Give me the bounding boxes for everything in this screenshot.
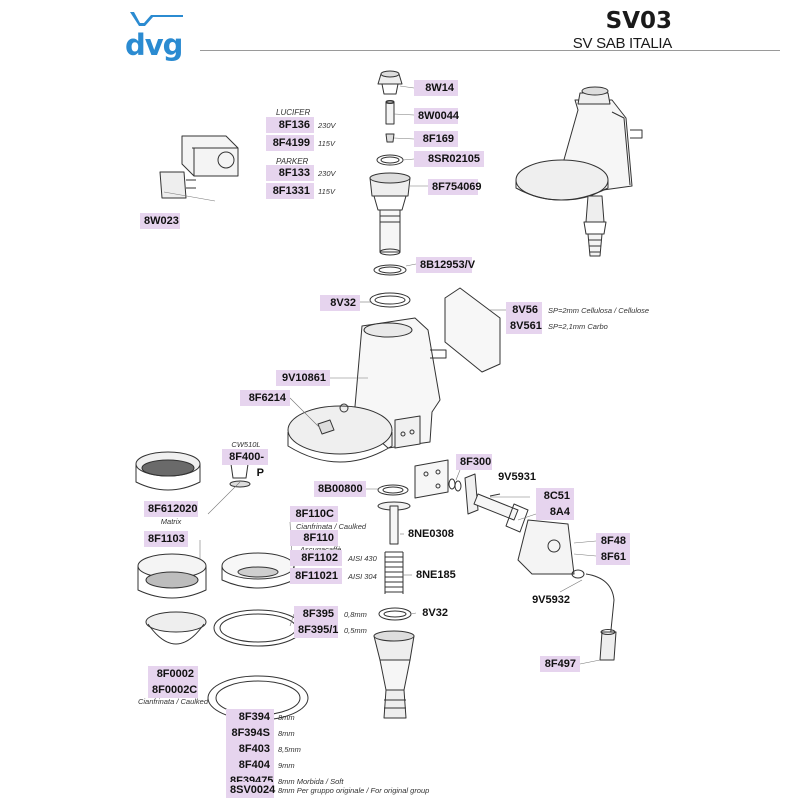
- note-cianfrinata-2: Cianfrinata / Caulked: [137, 697, 209, 706]
- note-230v-a: 230V: [318, 121, 336, 130]
- model-code: SV03: [605, 8, 672, 34]
- note-115v-a: 115V: [318, 139, 335, 148]
- part-label-8W023[interactable]: 8W023: [140, 213, 180, 229]
- part-label-8NE0308[interactable]: 8NE0308: [408, 528, 454, 540]
- part-label-8F4199[interactable]: 8F4199: [266, 135, 314, 151]
- part-label-8F61[interactable]: 8F61: [596, 549, 630, 565]
- dvg-logo: dvg: [125, 10, 195, 62]
- part-label-8F0002C[interactable]: 8F0002C: [148, 682, 198, 698]
- part-label-8C51[interactable]: 8C51: [536, 488, 574, 504]
- brand-lucifer: LUCIFER: [276, 108, 311, 117]
- gasket-plate-drawing: [444, 287, 501, 373]
- part-label-8F3951[interactable]: 8F395/1: [294, 622, 338, 638]
- part-label-8F110C[interactable]: 8F110C: [290, 506, 338, 522]
- part-label-9V10861[interactable]: 9V10861: [276, 370, 330, 386]
- part-label-8V561[interactable]: 8V561: [506, 318, 542, 334]
- coffee-cup-icon: [130, 12, 183, 26]
- part-label-8F497[interactable]: 8F497: [540, 656, 580, 672]
- note-aisi430: AISI 430: [348, 554, 377, 563]
- part-label-8B00800[interactable]: 8B00800: [314, 481, 366, 497]
- note-8-5mm: 8,5mm: [278, 745, 301, 754]
- part-label-8SR02105[interactable]: 8SR02105: [414, 151, 484, 167]
- valve-assembly-drawing: [414, 459, 617, 661]
- note-cw510l: CW510L: [231, 440, 261, 449]
- note-matrix: Matrix: [160, 517, 182, 526]
- note-9mm: 9mm: [278, 761, 295, 770]
- part-label-8F394[interactable]: 8F394: [226, 709, 274, 725]
- part-label-8F1331[interactable]: 8F1331: [266, 183, 314, 199]
- note-originale: 8mm Per gruppo originale / For original …: [278, 786, 430, 795]
- part-label-8F300[interactable]: 8F300: [456, 454, 492, 470]
- note-morbida: 8mm Morbida / Soft: [278, 777, 344, 786]
- note-ascugacaffe: Ascugacaffè: [300, 545, 341, 554]
- note-230v-b: 230V: [318, 169, 336, 178]
- header-divider: [200, 50, 780, 51]
- part-label-8F404[interactable]: 8F404: [226, 757, 274, 773]
- part-label-8SV0024[interactable]: 8SV0024: [226, 782, 275, 798]
- part-label-8NE185[interactable]: 8NE185: [416, 569, 456, 581]
- part-label-8F1102[interactable]: 8F1102: [290, 550, 342, 566]
- note-sp2: SP=2mm Cellulosa / Cellulose: [548, 306, 650, 315]
- note-0-8mm: 0,8mm: [344, 610, 367, 619]
- assembled-group-drawing: [515, 86, 643, 257]
- part-label-9V5932[interactable]: 9V5932: [532, 594, 570, 606]
- note-0-5mm: 0,5mm: [344, 626, 367, 635]
- part-label-8F1103[interactable]: 8F1103: [144, 531, 188, 547]
- part-label-8B12953V[interactable]: 8B12953/V: [416, 257, 475, 273]
- top-stack-drawing: [369, 70, 411, 308]
- part-label-8F110[interactable]: 8F110: [290, 530, 338, 546]
- part-label-8V32-bottom[interactable]: 8V32: [422, 607, 448, 619]
- brand-parker: PARKER: [276, 157, 309, 166]
- part-label-8F394S[interactable]: 8F394S: [226, 725, 274, 741]
- filter-baskets-drawing: [135, 451, 309, 721]
- note-8mm-b: 8mm: [278, 729, 295, 738]
- part-label-8F754069[interactable]: 8F754069: [428, 179, 482, 195]
- part-label-9V5931[interactable]: 9V5931: [498, 471, 536, 483]
- note-sp21: SP=2,1mm Carbo: [548, 322, 608, 331]
- part-label-8F48[interactable]: 8F48: [596, 533, 630, 549]
- lower-stack-drawing: [373, 484, 415, 719]
- note-cianfrinata: Cianfrinata / Caulked: [296, 522, 367, 531]
- note-aisi304: AISI 304: [348, 572, 377, 581]
- part-label-8F403[interactable]: 8F403: [226, 741, 274, 757]
- part-label-8F0002[interactable]: 8F0002: [148, 666, 198, 682]
- part-label-8F400P[interactable]: 8F400-P: [222, 449, 268, 479]
- part-label-8F133[interactable]: 8F133: [266, 165, 314, 181]
- part-label-8F612020[interactable]: 8F612020: [144, 501, 198, 517]
- part-label-8F395[interactable]: 8F395: [294, 606, 338, 622]
- part-label-8W14[interactable]: 8W14: [414, 80, 458, 96]
- model-subtitle: SV SAB ITALIA: [572, 35, 673, 52]
- part-label-8F169[interactable]: 8F169: [414, 131, 458, 147]
- note-8mm-a: 8mm: [278, 713, 295, 722]
- part-label-8V56[interactable]: 8V56: [506, 302, 542, 318]
- part-label-8W0044[interactable]: 8W0044: [414, 108, 459, 124]
- part-label-8A4[interactable]: 8A4: [536, 504, 574, 520]
- part-label-8F136[interactable]: 8F136: [266, 117, 314, 133]
- note-115v-b: 115V: [318, 187, 335, 196]
- group-body-drawing: [287, 317, 447, 463]
- coil-drawing: [159, 135, 239, 199]
- part-label-8V32-top[interactable]: 8V32: [320, 295, 360, 311]
- logo-text: dvg: [125, 28, 183, 62]
- part-label-8F6214[interactable]: 8F6214: [240, 390, 290, 406]
- part-label-8F11021[interactable]: 8F11021: [290, 568, 342, 584]
